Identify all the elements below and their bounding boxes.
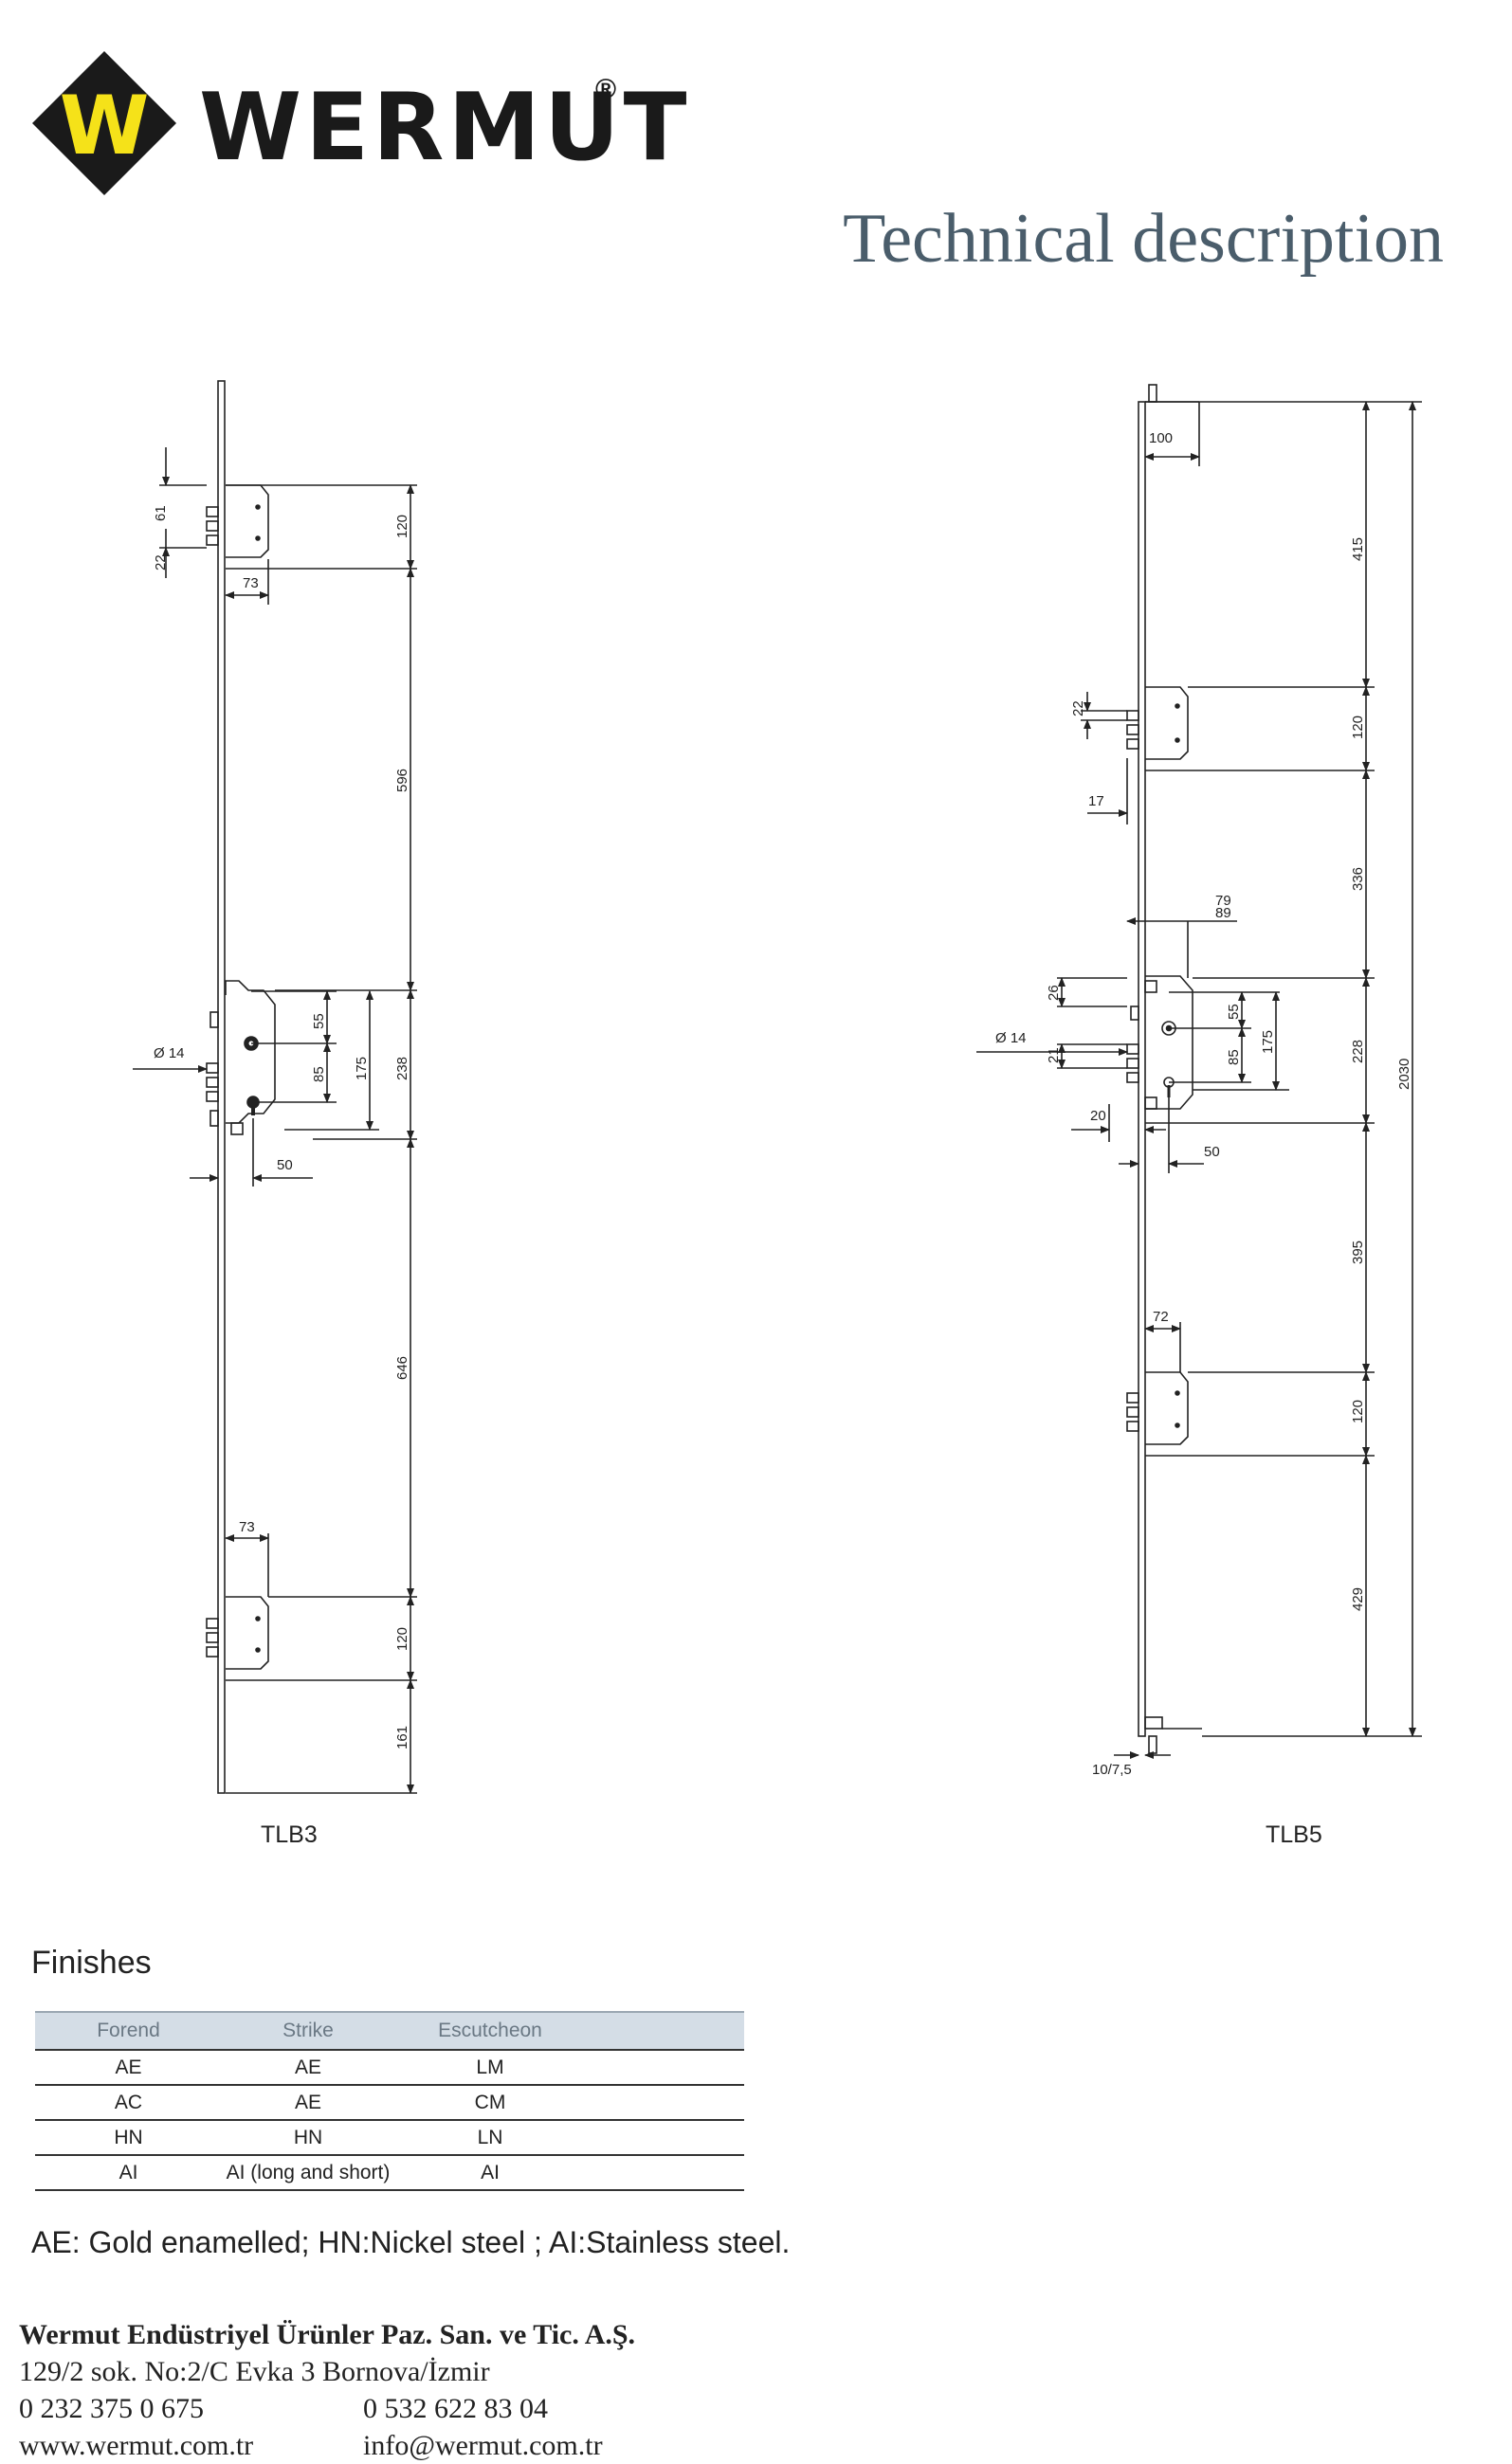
table-cell: AE	[222, 2050, 394, 2086]
table-cell: LM	[394, 2050, 586, 2086]
dim-label: 336	[1350, 867, 1366, 891]
dim-label: 72	[1153, 1309, 1169, 1325]
dim-label: 17	[1088, 793, 1104, 809]
wermut-logo: W WERMUT ®	[28, 47, 686, 199]
table-row: AC AE CM	[35, 2085, 744, 2121]
dim-label: 120	[1350, 716, 1366, 739]
tlb3-drawing	[133, 380, 417, 1794]
dim-label: 22	[153, 554, 169, 571]
dim-label: 646	[394, 1356, 410, 1380]
logo-letter: W	[60, 79, 150, 173]
logo-diamond-icon: W	[32, 51, 176, 195]
dim-label: Ø 14	[154, 1045, 185, 1061]
table-cell: AI	[394, 2155, 586, 2191]
table-row: HN HN LN	[35, 2120, 744, 2156]
dim-label: 596	[394, 769, 410, 792]
dim-label: 85	[311, 1066, 327, 1082]
tlb5-drawing	[976, 384, 1422, 1759]
dim-label: 26	[1046, 985, 1062, 1001]
dim-label: 85	[1226, 1049, 1242, 1065]
dim-label: 429	[1350, 1587, 1366, 1611]
table-cell-spacer	[586, 2120, 744, 2156]
company-info: Wermut Endüstriyel Ürünler Paz. San. ve …	[19, 2316, 635, 2464]
dim-label: 55	[1226, 1004, 1242, 1020]
table-header-row: Forend Strike Escutcheon	[35, 2011, 744, 2051]
dim-label: 55	[311, 1013, 327, 1029]
table-cell: AI	[35, 2155, 222, 2191]
company-name: Wermut Endüstriyel Ürünler Paz. San. ve …	[19, 2319, 636, 2350]
table-cell: HN	[222, 2120, 394, 2156]
website-link[interactable]: www.wermut.com.tr	[19, 2430, 254, 2461]
dim-label: 120	[394, 1627, 410, 1651]
table-cell-spacer	[586, 2050, 744, 2086]
dim-label: 73	[239, 1519, 255, 1535]
brand-name: WERMUT	[199, 74, 691, 182]
table-cell: CM	[394, 2085, 586, 2121]
table-cell-spacer	[586, 2155, 744, 2191]
dim-label: 238	[394, 1057, 410, 1080]
dim-label: 100	[1149, 430, 1173, 446]
dim-label: 395	[1350, 1241, 1366, 1264]
dim-label: 50	[277, 1157, 293, 1173]
column-header-spacer	[586, 2011, 744, 2051]
dim-label: 415	[1350, 537, 1366, 561]
finishes-table: Forend Strike Escutcheon AE AE LM AC AE …	[35, 2011, 744, 2191]
table-cell: AC	[35, 2085, 222, 2121]
table-cell: HN	[35, 2120, 222, 2156]
tlb5-dimension-labels: 100 415 22 120 17 336 79 89 26 Ø 14 21 5…	[995, 430, 1412, 1778]
dim-label: 61	[153, 505, 169, 521]
table-row: AI AI (long and short) AI	[35, 2155, 744, 2191]
dim-label: 79	[1215, 893, 1231, 909]
dim-label: 89	[1215, 905, 1231, 921]
table-cell: AE	[35, 2050, 222, 2086]
table-cell: AI (long and short)	[222, 2155, 394, 2191]
dim-label: 73	[243, 575, 259, 591]
registered-mark: ®	[595, 74, 617, 105]
tlb3-dimension-labels: 61 22 73 120 596 55 85 175 238 Ø 14 50 6…	[153, 505, 410, 1749]
column-header: Escutcheon	[394, 2011, 586, 2051]
column-header: Strike	[222, 2011, 394, 2051]
model-label-right: TLB5	[1266, 1821, 1322, 1848]
finishes-title: Finishes	[31, 1945, 152, 1981]
dim-label: 175	[1260, 1030, 1276, 1054]
drawing-svg: 61 22 73 120 596 55 85 175 238 Ø 14 50 6…	[133, 380, 1422, 1794]
dim-label: 2030	[1396, 1059, 1412, 1090]
dim-label: 21	[1046, 1047, 1062, 1063]
dim-label: 120	[1350, 1400, 1366, 1423]
table-cell: AE	[222, 2085, 394, 2121]
company-address: 129/2 sok. No:2/C Evka 3 Bornova/İzmir	[19, 2356, 490, 2387]
page-title: Technical description	[843, 200, 1444, 278]
model-label-left: TLB3	[261, 1821, 318, 1848]
technical-drawing: 61 22 73 120 596 55 85 175 238 Ø 14 50 6…	[0, 360, 1512, 1867]
dim-label: Ø 14	[995, 1030, 1027, 1046]
phone-1: 0 232 375 0 675	[19, 2393, 204, 2424]
dim-label: 120	[394, 515, 410, 538]
column-header: Forend	[35, 2011, 222, 2051]
dim-label: 20	[1090, 1108, 1106, 1124]
dim-label: 228	[1350, 1040, 1366, 1063]
table-cell-spacer	[586, 2085, 744, 2121]
finishes-legend: AE: Gold enamelled; HN:Nickel steel ; AI…	[31, 2225, 791, 2259]
email-link[interactable]: info@wermut.com.tr	[363, 2430, 603, 2461]
dim-label: 10/7,5	[1092, 1762, 1132, 1778]
dim-label: 175	[354, 1057, 370, 1080]
table-cell: LN	[394, 2120, 586, 2156]
table-row: AE AE LM	[35, 2050, 744, 2086]
phone-2: 0 532 622 83 04	[363, 2393, 548, 2424]
dim-label: 161	[394, 1726, 410, 1749]
dim-label: 22	[1070, 700, 1086, 716]
dim-label: 50	[1204, 1144, 1220, 1160]
